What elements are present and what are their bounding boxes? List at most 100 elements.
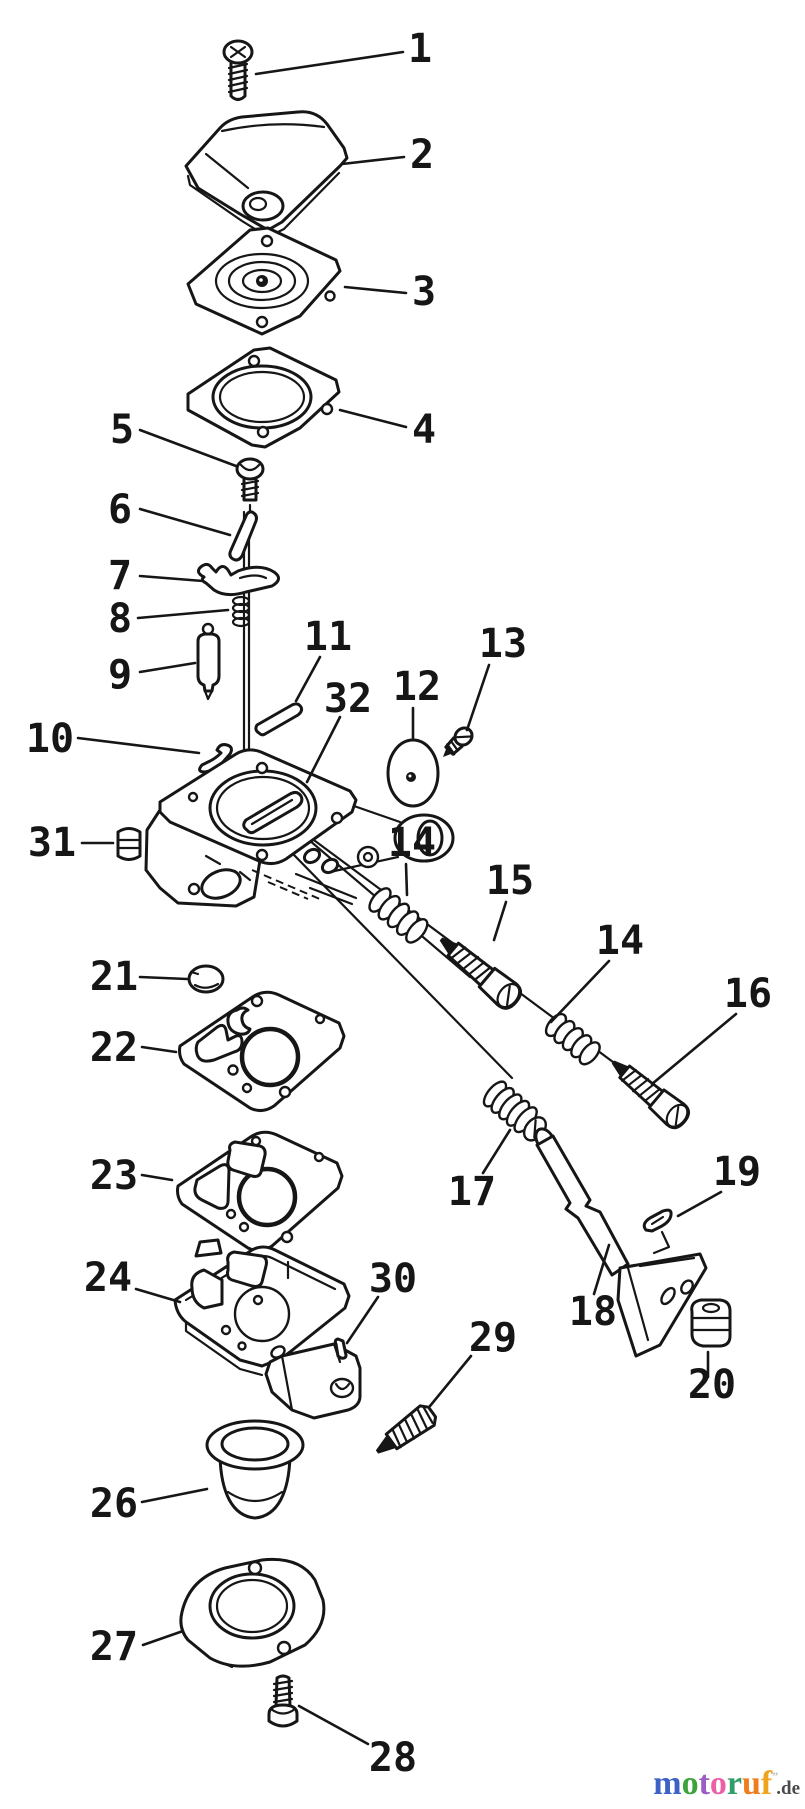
part-7-metering-lever — [197, 562, 280, 597]
part-label-8-7: 8 — [108, 596, 132, 642]
part-11-pin — [254, 702, 304, 737]
part-label-2-1: 2 — [410, 132, 434, 178]
leader-line-2 — [340, 155, 406, 166]
part-label-17-19: 17 — [448, 1169, 496, 1215]
part-label-31-14: 31 — [28, 820, 76, 866]
leader-line-7 — [138, 574, 205, 583]
part-label-23-25: 23 — [90, 1153, 138, 1199]
leader-line-16 — [650, 1012, 738, 1086]
part-28-screw — [267, 1674, 299, 1728]
part-22-gasket — [178, 990, 346, 1113]
leader-line-18 — [592, 1243, 611, 1296]
part-label-7-6: 7 — [108, 553, 132, 599]
part-label-1-0: 1 — [408, 26, 432, 72]
leader-line-3 — [343, 285, 408, 295]
logo-letter-o: o — [709, 1765, 727, 1802]
motoruf-logo[interactable]: motoruf”.de — [636, 1756, 800, 1809]
part-label-18-20: 18 — [569, 1289, 617, 1335]
part-13-screw — [443, 726, 474, 757]
part-label-5-4: 5 — [110, 407, 134, 453]
leader-line-28 — [297, 1704, 370, 1746]
part-label-11-10: 11 — [304, 614, 352, 660]
leader-line-22 — [140, 1045, 178, 1054]
part-label-9-8: 9 — [108, 652, 132, 698]
part-12-disc — [386, 738, 440, 808]
part-19-clip — [642, 1208, 673, 1255]
part-label-20-22: 20 — [688, 1362, 736, 1408]
leader-line-9 — [138, 661, 197, 674]
part-label-14-15: 14 — [388, 820, 436, 866]
part-23-diaphragm — [176, 1130, 344, 1253]
logo-letter-t: t — [698, 1765, 710, 1802]
part-label-26-29: 26 — [90, 1481, 138, 1527]
logo-letter-u: u — [742, 1765, 761, 1802]
leader-line-15 — [492, 900, 508, 942]
leader-line-14 — [549, 959, 611, 1024]
part-label-28-31: 28 — [369, 1735, 417, 1781]
leader-line-11 — [294, 655, 322, 703]
leader-line-8 — [136, 608, 230, 620]
leader-line-17 — [481, 1128, 512, 1175]
part-label-19-21: 19 — [713, 1149, 761, 1195]
leader-line-10 — [76, 736, 201, 755]
part-label-27-30: 27 — [90, 1624, 138, 1670]
part-4-gasket — [186, 346, 341, 449]
part-14-spring-a — [368, 887, 429, 944]
part-24-pump-plate — [173, 1238, 362, 1420]
part-label-24-26: 24 — [84, 1255, 132, 1301]
part-label-21-23: 21 — [90, 954, 138, 1000]
part-32-carburetor-body — [144, 748, 455, 908]
part-label-16-18: 16 — [724, 971, 772, 1017]
part-label-6-5: 6 — [108, 487, 132, 533]
leader-line-1 — [254, 50, 405, 76]
leader-line-29 — [428, 1354, 473, 1408]
part-18-throttle-shaft — [534, 1127, 708, 1358]
logo-letter-f: f — [760, 1765, 773, 1802]
part-10-clip — [198, 743, 233, 774]
leader-line-4 — [338, 408, 408, 429]
part-9-inlet-needle — [196, 622, 221, 701]
leader-line-14 — [404, 862, 409, 897]
part-8-spring — [231, 595, 251, 628]
part-5-screw — [235, 457, 265, 516]
leader-line-5 — [138, 428, 238, 468]
part-2-diaphragm-cover — [184, 110, 349, 239]
part-16-adjust-screw — [611, 1060, 690, 1130]
part-label-4-3: 4 — [412, 407, 436, 453]
part-30-pin — [333, 1337, 348, 1360]
leader-line-30 — [345, 1295, 380, 1345]
part-26-cup — [205, 1419, 305, 1520]
logo-suffix: .de — [776, 1778, 800, 1799]
leader-line-24 — [134, 1287, 182, 1304]
leader-line-26 — [140, 1487, 209, 1504]
part-14-spring-b — [544, 1012, 601, 1066]
leader-line-6 — [138, 507, 232, 537]
leader-line-21 — [138, 975, 189, 981]
part-label-29-28: 29 — [469, 1315, 517, 1361]
part-label-13-12: 13 — [479, 621, 527, 667]
logo-word: motoruf — [653, 1765, 772, 1802]
logo-letter-r: r — [726, 1765, 742, 1802]
part-29-screw — [375, 1404, 438, 1454]
part-21-plug — [187, 964, 225, 994]
part-27-plate — [179, 1557, 326, 1669]
logo-letter-o: o — [681, 1765, 699, 1802]
part-label-3-2: 3 — [412, 269, 436, 315]
part-label-22-24: 22 — [90, 1025, 138, 1071]
part-1-screw — [222, 39, 254, 101]
part-label-30-27: 30 — [369, 1256, 417, 1302]
part-label-10-9: 10 — [26, 716, 74, 762]
part-3-diaphragm — [186, 226, 342, 336]
part-label-14-17: 14 — [596, 918, 644, 964]
part-31-plug — [116, 827, 142, 861]
leader-line-27 — [141, 1629, 185, 1647]
logo-trademark-tick: ” — [772, 1769, 778, 1783]
logo-letter-m: m — [653, 1765, 682, 1802]
part-label-12-11: 12 — [393, 664, 441, 710]
leader-line-32 — [305, 715, 342, 784]
part-label-32-13: 32 — [324, 676, 372, 722]
leader-line-13 — [465, 663, 491, 732]
